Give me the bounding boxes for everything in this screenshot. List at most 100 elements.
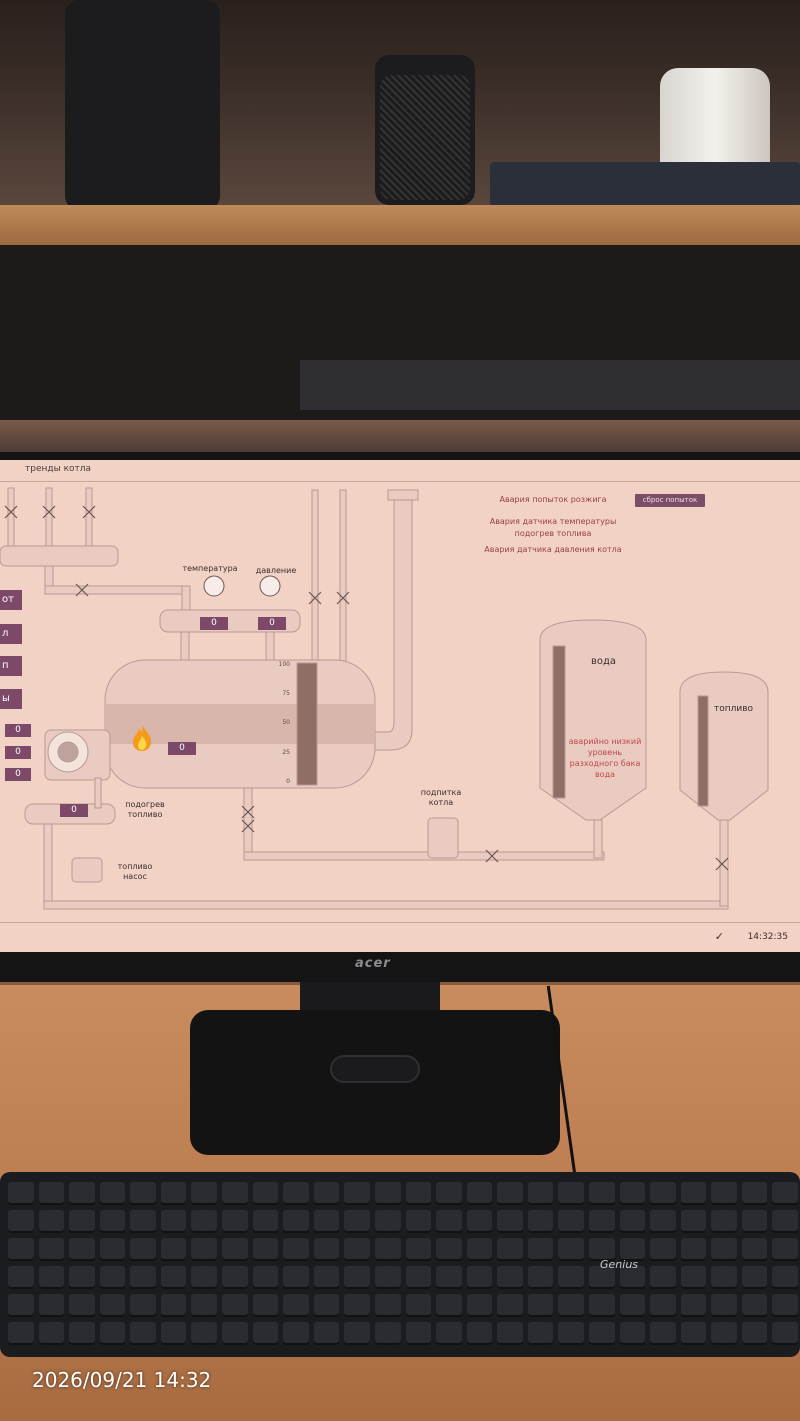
keyboard-key: [558, 1182, 584, 1205]
fuel-heating-label: подогрев топливо: [125, 800, 165, 819]
keyboard-key: [772, 1294, 798, 1317]
keyboard-key: [619, 1210, 646, 1233]
left-value-1: 0: [5, 724, 31, 737]
keyboard-key: [222, 1322, 248, 1345]
keyboard-key: [711, 1266, 737, 1289]
keyboard-key: [374, 1182, 401, 1205]
keyboard-key: [160, 1322, 187, 1345]
keyboard-key: [38, 1294, 65, 1317]
keyboard-key: [466, 1182, 493, 1205]
monitor: тренды котла: [0, 452, 800, 982]
keyboard-key: [619, 1322, 646, 1345]
photo-timestamp: 2026/09/21 14:32: [32, 1368, 212, 1392]
keyboard-key: [405, 1322, 432, 1345]
keyboard-key: [374, 1238, 401, 1261]
keyboard-key: [313, 1238, 340, 1261]
speaker-mesh: [380, 75, 470, 200]
keyboard-key: [283, 1238, 309, 1261]
keyboard-key: [405, 1294, 432, 1317]
fuel-pump-label: топливо насос: [117, 862, 153, 881]
upper-shelf: [0, 205, 800, 245]
keyboard-key: [222, 1238, 248, 1261]
keyboard-key: [252, 1238, 279, 1261]
keyboard-key: [466, 1266, 493, 1289]
shelf-cavity: [0, 245, 800, 445]
check-icon[interactable]: ✓: [714, 930, 724, 943]
keyboard-key: [527, 1294, 554, 1317]
keyboard-key: [772, 1182, 798, 1205]
side-button-4[interactable]: ы: [0, 689, 22, 709]
keyboard-key: [650, 1322, 676, 1345]
side-button-2[interactable]: л: [0, 624, 22, 644]
keyboard-key: [374, 1322, 401, 1345]
keyboard-key: [344, 1210, 370, 1233]
keyboard-key: [99, 1294, 126, 1317]
monitor-brand-logo: acer: [355, 956, 391, 971]
status-bar: [0, 922, 800, 923]
keyboard-key: [527, 1238, 554, 1261]
keyboard-key: [69, 1266, 95, 1289]
keyboard-key: [558, 1294, 584, 1317]
left-value-2: 0: [5, 746, 31, 759]
keyboard-key: [283, 1266, 309, 1289]
keyboard-key: [160, 1294, 187, 1317]
keyboard-key: [8, 1266, 34, 1289]
fuel-heating-value: 0: [60, 804, 88, 817]
keyboard-key: [466, 1294, 493, 1317]
keyboard-key: [588, 1238, 615, 1261]
scale-25: 25: [282, 749, 290, 756]
keyboard-key: [99, 1322, 126, 1345]
keyboard-key: [130, 1238, 156, 1261]
keyboard-key: [160, 1266, 187, 1289]
keyboard-key: [772, 1238, 798, 1261]
keyboard-key: [619, 1238, 646, 1261]
keyboard-key: [191, 1238, 218, 1261]
keyboard-key: [69, 1294, 95, 1317]
keyboard-key: [527, 1182, 554, 1205]
laptop: [490, 162, 800, 207]
keyboard-key: [252, 1210, 279, 1233]
keyboard-key: [374, 1266, 401, 1289]
keyboard-key: [588, 1266, 615, 1289]
keyboard-key: [99, 1266, 126, 1289]
keyboard-key: [436, 1294, 462, 1317]
keyboard-key: [772, 1210, 798, 1233]
keyboard-key: [558, 1266, 584, 1289]
keyboard-brand-logo: Genius: [600, 1258, 639, 1271]
keyboard-key: [466, 1238, 493, 1261]
keyboard-key: [772, 1322, 798, 1345]
keyboard-key: [374, 1294, 401, 1317]
keyboard-key: [588, 1210, 615, 1233]
temperature-label: температура: [182, 564, 238, 573]
keyboard-key: [160, 1210, 187, 1233]
keyboard-key: [497, 1294, 523, 1317]
keyboard-key: [252, 1182, 279, 1205]
scada-screen: тренды котла: [0, 460, 800, 952]
keyboard-key: [680, 1182, 707, 1205]
tab-boiler-trends[interactable]: тренды котла: [25, 464, 92, 474]
keyboard-key: [222, 1182, 248, 1205]
pressure-label: давление: [255, 566, 297, 575]
reset-attempts-button[interactable]: сброс попыток: [635, 494, 705, 507]
keyboard-key: [283, 1322, 309, 1345]
keyboard-key: [283, 1210, 309, 1233]
keyboard-key: [497, 1210, 523, 1233]
keyboard-key: [130, 1210, 156, 1233]
side-button-1[interactable]: от: [0, 590, 22, 610]
keyboard-key: [344, 1294, 370, 1317]
keyboard-key: [680, 1210, 707, 1233]
keyboard-key: [252, 1294, 279, 1317]
keyboard-keys: [8, 1182, 798, 1347]
boiler-feed-label: подпитка котла: [420, 788, 462, 807]
alarm-boiler-pressure-sensor: Авария датчика давления котла: [484, 545, 622, 554]
temperature-value: 0: [200, 617, 228, 630]
keyboard-key: [405, 1182, 432, 1205]
side-button-3[interactable]: п: [0, 656, 22, 676]
keyboard-key: [8, 1182, 34, 1205]
keyboard-key: [588, 1294, 615, 1317]
keyboard-key: [8, 1238, 34, 1261]
keyboard-key: [283, 1182, 309, 1205]
keyboard-key: [160, 1182, 187, 1205]
keyboard-key: [741, 1294, 768, 1317]
keyboard-key: [313, 1210, 340, 1233]
